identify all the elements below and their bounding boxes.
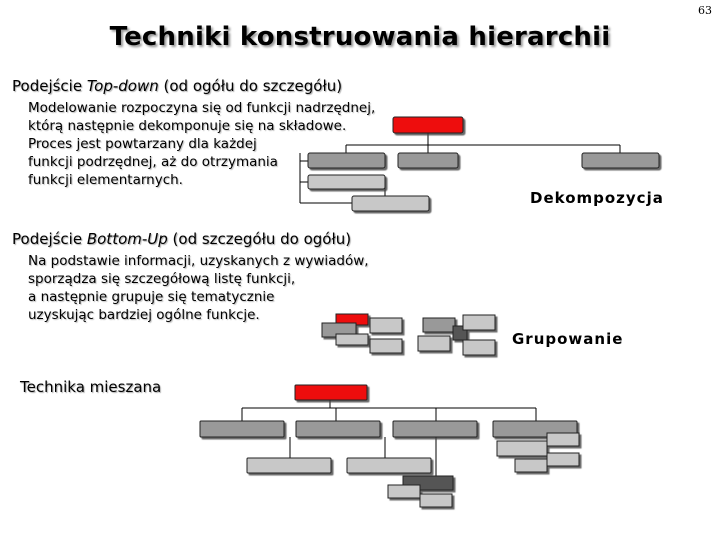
topdown-heading-em: Top-down (86, 77, 159, 95)
tree-node (417, 335, 451, 352)
bottomup-heading: Podejście Bottom-Up (od szczegółu do ogó… (12, 230, 351, 248)
topdown-line: funkcji podrzędnej, aż do otrzymania (28, 154, 278, 170)
tree-node (546, 432, 580, 447)
bottomup-line: uzyskując bardziej ogólne funkcje. (28, 307, 260, 323)
slide-title: Techniki konstruowania hierarchii (109, 22, 611, 52)
tree-node (462, 314, 496, 331)
root-node (392, 116, 464, 134)
tree-node (462, 339, 496, 356)
tree-node (335, 333, 369, 346)
mixed-heading: Technika mieszana (20, 378, 162, 396)
bottomup-heading-pre: Podejście (12, 230, 87, 248)
bottomup-description: Na podstawie informacji, uzyskanych z wy… (28, 252, 369, 324)
grouping-label: Grupowanie (512, 330, 623, 348)
tree-node (392, 420, 478, 438)
decomposition-tree (299, 133, 621, 204)
mixed-tree (241, 399, 537, 490)
topdown-line: Modelowanie rozpoczyna się od funkcji na… (28, 100, 376, 116)
topdown-line: którą następnie dekomponuje się na skład… (28, 118, 347, 134)
tree-node (346, 457, 432, 474)
topdown-heading: Podejście Top-down (od ogółu do szczegół… (12, 77, 342, 95)
tree-node (397, 152, 459, 169)
bottomup-line: a następnie grupuje się tematycznie (28, 289, 275, 305)
tree-node (419, 493, 453, 508)
tree-node (351, 195, 430, 212)
bottomup-line: sporządza się szczegółową listę funkcji, (28, 271, 296, 287)
tree-node (514, 458, 548, 473)
tree-node (387, 484, 421, 499)
bottomup-heading-em: Bottom-Up (86, 230, 168, 248)
page-number: 63 (698, 4, 712, 17)
topdown-heading-post: (od ogółu do szczegółu) (158, 77, 343, 95)
tree-node (496, 440, 548, 457)
tree-node (369, 317, 403, 334)
decomposition-label: Dekompozycja (530, 189, 664, 207)
tree-node (369, 338, 403, 354)
grouping-nodes (321, 313, 496, 356)
tree-node (246, 457, 332, 474)
root-node (294, 384, 368, 401)
topdown-line: funkcji elementarnych. (28, 172, 183, 188)
mixed-nodes (199, 384, 580, 508)
tree-node (295, 420, 381, 438)
topdown-heading-pre: Podejście (12, 77, 87, 95)
decomposition-nodes (307, 116, 660, 212)
bottomup-line: Na podstawie informacji, uzyskanych z wy… (28, 253, 369, 269)
tree-node (307, 174, 386, 190)
tree-node (546, 452, 580, 467)
bottomup-heading-post: (od szczegółu do ogółu) (167, 230, 352, 248)
topdown-description: Modelowanie rozpoczyna się od funkcji na… (28, 99, 375, 189)
tree-node (581, 152, 660, 169)
tree-node (199, 420, 285, 438)
tree-node (307, 152, 386, 169)
tree-node (422, 317, 456, 333)
topdown-line: Proces jest powtarzany dla każdej (28, 136, 257, 152)
